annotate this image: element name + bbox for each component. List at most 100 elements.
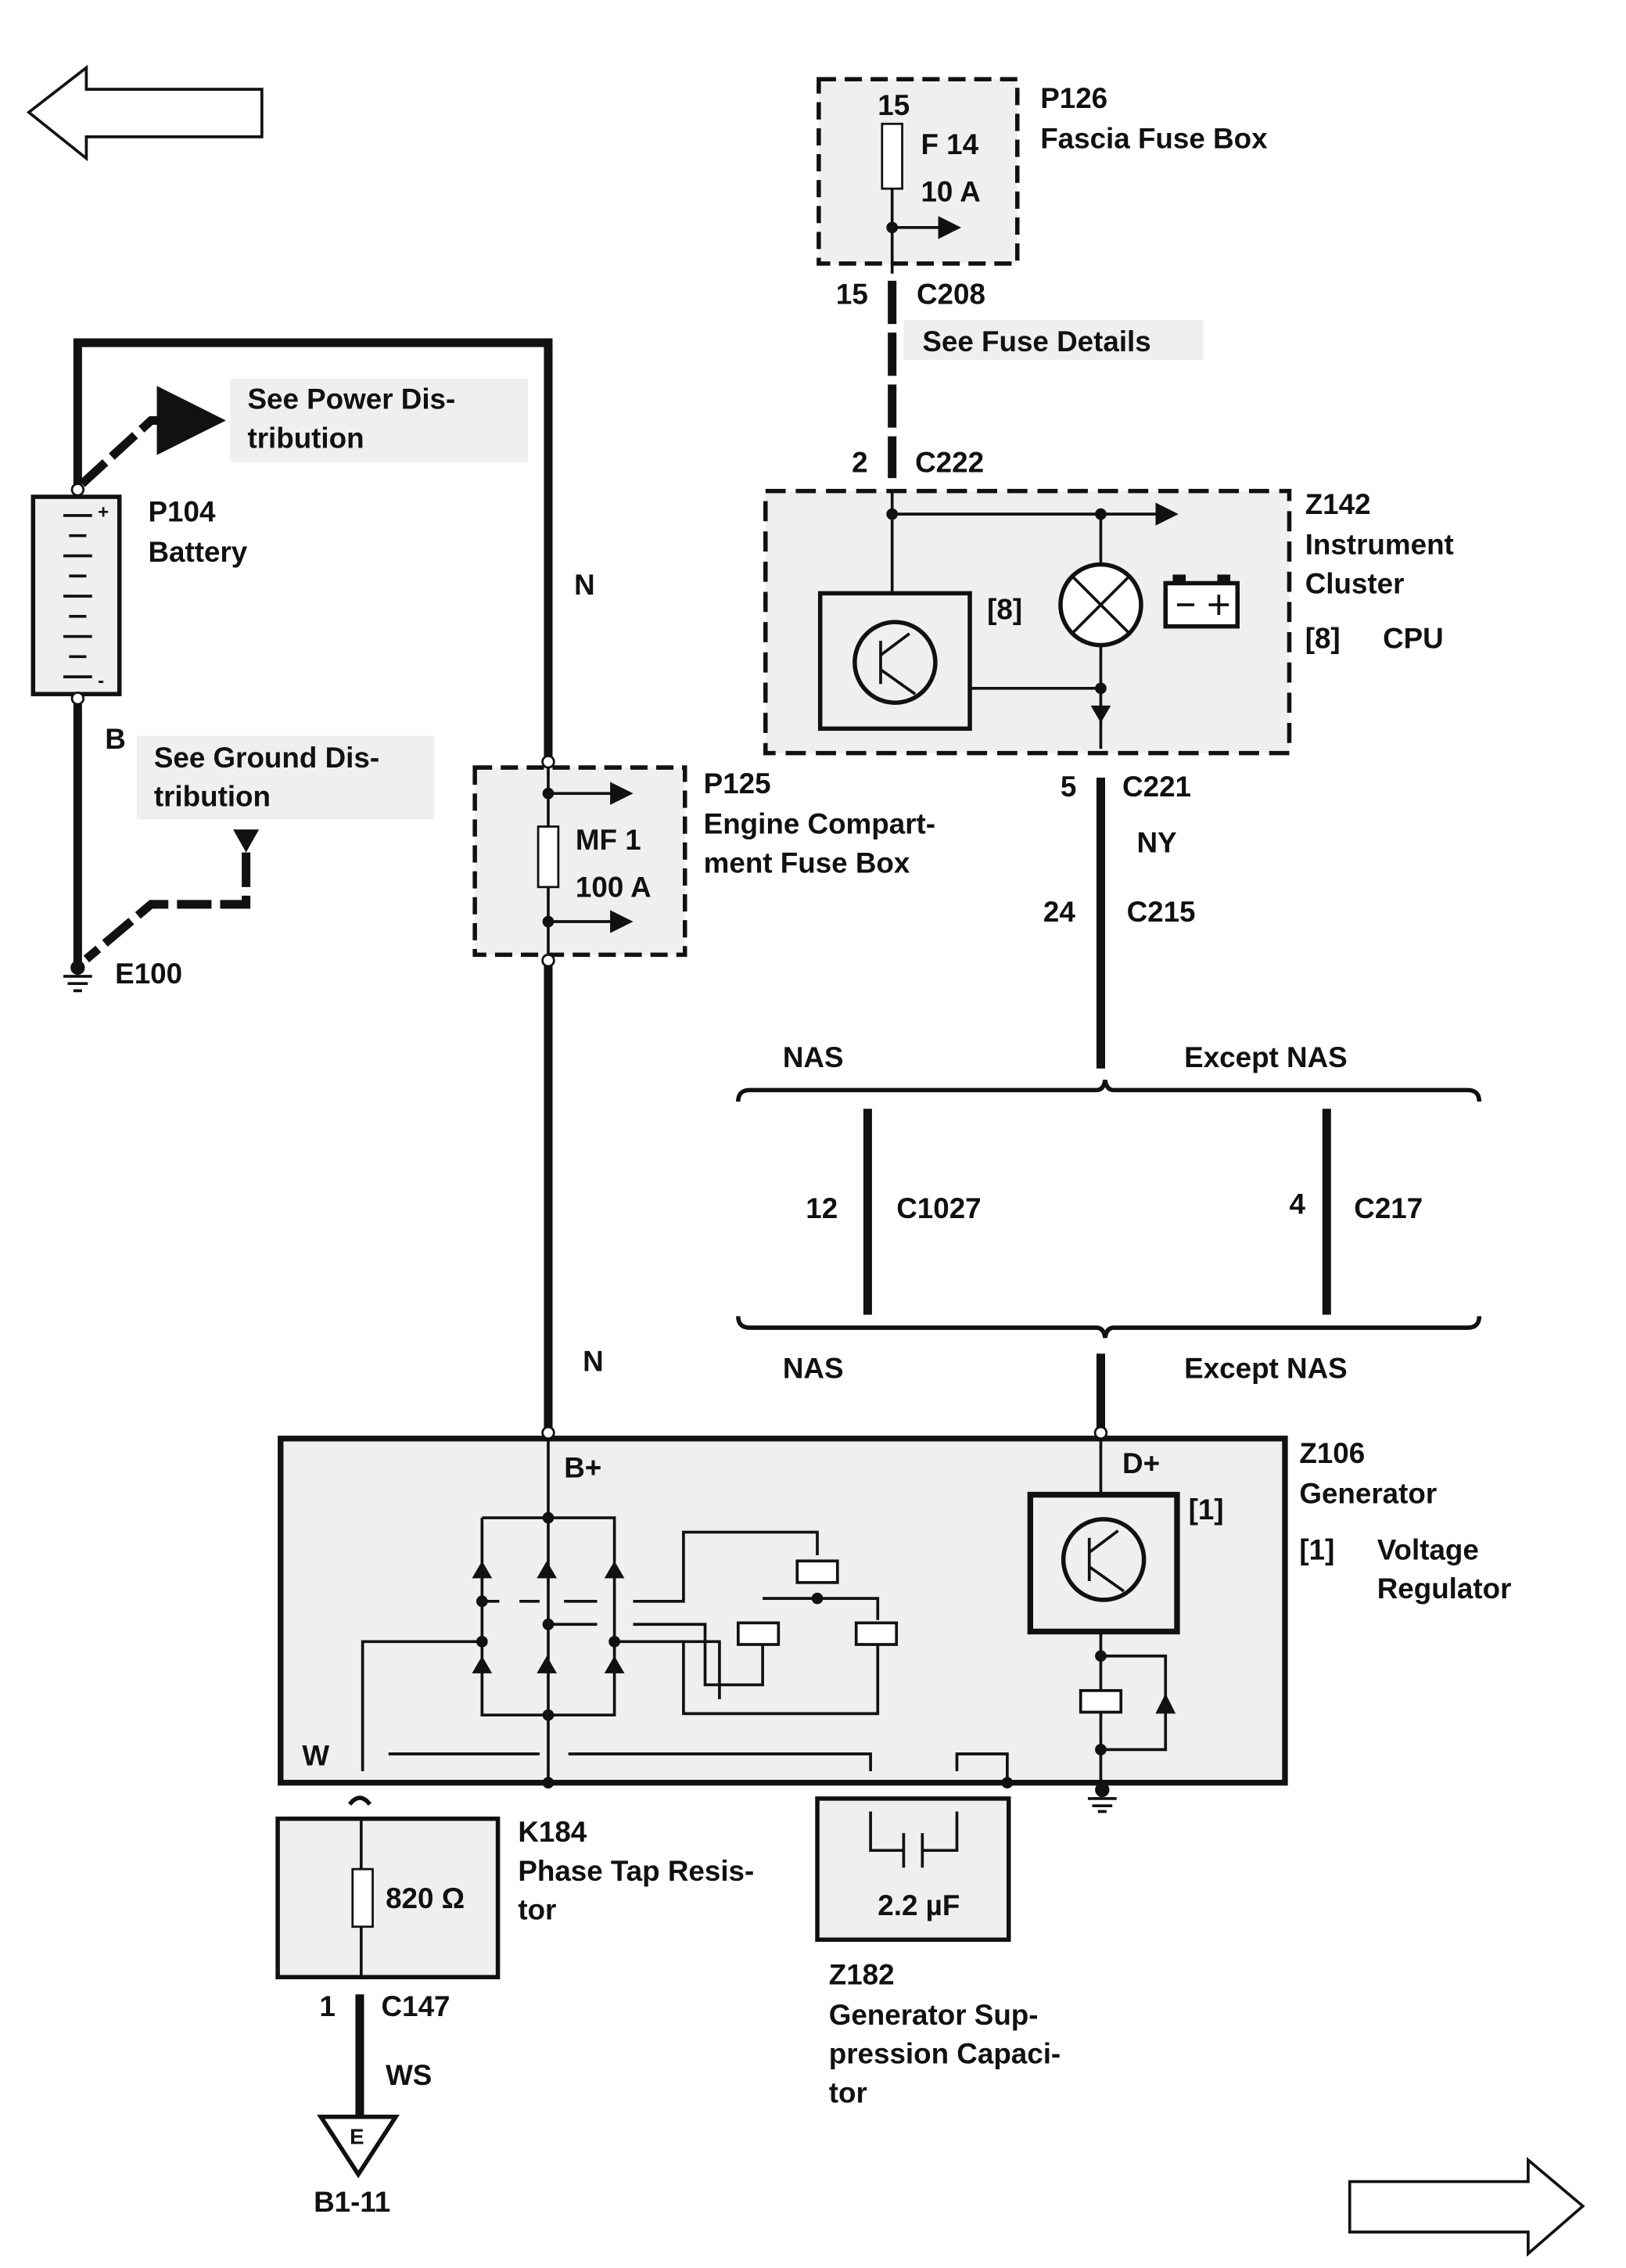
component-name: tor [829, 2076, 867, 2108]
component-id: K184 [518, 1816, 587, 1848]
battery: + - [31, 494, 122, 696]
component-name: pression Capaci- [829, 2038, 1061, 2070]
connector-id: C1027 [896, 1192, 981, 1224]
variant-label: NAS [783, 1041, 844, 1073]
power-note-line[interactable]: See Power Dis- [247, 383, 455, 415]
cpu-ref: [8] [987, 593, 1022, 625]
component-name: Phase Tap Resis- [518, 1855, 754, 1887]
engine-fuse-box: MF 1 100 A P125 Engine Compart- ment Fus… [472, 754, 935, 968]
component-name: Battery [149, 536, 248, 568]
connector-id: C221 [1122, 771, 1191, 803]
legend-ref: [8] [1305, 622, 1341, 654]
legend-text: CPU [1383, 622, 1444, 654]
ground-note-line[interactable]: tribution [154, 781, 271, 813]
fuse-label: MF 1 [576, 824, 641, 856]
component-name: Fascia Fuse Box [1040, 123, 1268, 155]
fuse-details-note[interactable] [903, 319, 1204, 361]
fuse-rating: 10 A [921, 176, 980, 208]
fuse-f14-icon [881, 122, 903, 190]
component-id: P126 [1040, 82, 1107, 114]
fuse-rating: 100 A [576, 872, 651, 904]
wire-color: N [574, 569, 595, 601]
connector-pin: 2 [852, 447, 867, 479]
fuse-details-link[interactable]: See Fuse Details [922, 325, 1150, 358]
battery-plus: + [98, 502, 109, 523]
diode-icon [1090, 705, 1111, 723]
ground-letter: E [350, 2125, 364, 2149]
legend-text: Regulator [1377, 1573, 1512, 1605]
stator-winding-icon [795, 1559, 839, 1584]
transistor-icon [852, 620, 938, 705]
ground-reference[interactable]: B1-11 [314, 2186, 390, 2218]
variant-label: NAS [783, 1352, 844, 1384]
wire-color: N [583, 1345, 604, 1377]
component-id: P104 [149, 495, 216, 527]
fascia-fuse-box: 15 F 14 10 A P126 Fascia Fuse Box [817, 77, 1268, 274]
variant-label: Except NAS [1184, 1352, 1348, 1384]
component-id: Z182 [829, 1958, 895, 1990]
component-name: Engine Compart- [704, 808, 935, 840]
power-note-line[interactable]: tribution [247, 422, 364, 454]
phase-tap-resistor: 820 Ω K184 Phase Tap Resis- tor [275, 1795, 754, 1979]
transistor-icon [1061, 1517, 1147, 1602]
battery-warning-icon [1163, 574, 1240, 629]
voltage-regulator-box [1027, 1491, 1180, 1635]
battery-minus: - [98, 670, 104, 692]
ground-arrow-icon [233, 829, 260, 853]
arrow-left-icon[interactable] [26, 64, 264, 162]
connector-id: C217 [1354, 1192, 1423, 1224]
stator-winding-icon [736, 1621, 781, 1646]
field-winding-icon [1079, 1689, 1123, 1714]
wire-color: WS [386, 2059, 432, 2091]
connector-id: C208 [917, 278, 985, 310]
connector-pin: 4 [1289, 1188, 1305, 1220]
ground-id: E100 [115, 958, 182, 990]
component-name: Generator [1299, 1478, 1437, 1510]
regulator-ref: [1] [1189, 1493, 1224, 1526]
fuse-label: F 14 [921, 128, 978, 160]
wire-color: B [105, 723, 126, 755]
ground-note-line[interactable]: See Ground Dis- [154, 742, 379, 774]
ground-reference-icon [317, 2114, 400, 2179]
ground-distribution-note[interactable] [136, 735, 435, 820]
arrow-right-icon[interactable] [1348, 2156, 1585, 2257]
component-name: Cluster [1305, 567, 1405, 599]
component-name: ment Fuse Box [704, 846, 910, 879]
variant-label: Except NAS [1184, 1041, 1348, 1073]
fuse-pin: 15 [878, 89, 910, 121]
rectifier-bridge [361, 1438, 1014, 1789]
component-id: Z106 [1299, 1437, 1365, 1469]
ground-icon [1087, 1782, 1117, 1813]
resistor-value: 820 Ω [386, 1882, 465, 1914]
ground-icon [63, 960, 92, 993]
diode-icon [1155, 1693, 1176, 1714]
fuse-mf1-icon [537, 825, 560, 889]
connector-id: C147 [382, 1990, 450, 2022]
stator-winding-icon [854, 1621, 899, 1646]
terminal-w: W [302, 1740, 329, 1772]
connector-pin: 15 [836, 278, 868, 310]
wire-color: NY [1136, 827, 1176, 859]
terminal-bplus: B+ [564, 1451, 601, 1483]
legend-text: Voltage [1377, 1533, 1479, 1565]
connector-pin: 24 [1043, 896, 1075, 928]
power-distribution-note[interactable] [230, 379, 529, 462]
capacitor-value: 2.2 µF [878, 1889, 960, 1921]
connector-pin: 1 [319, 1990, 335, 2022]
terminal-dplus: D+ [1122, 1447, 1160, 1479]
connector-id: C215 [1127, 896, 1196, 928]
component-name: Generator Sup- [829, 1999, 1039, 2031]
instrument-cluster: [8] Z142 Instrument Cluster [8] CPU [763, 488, 1454, 756]
component-name: Instrument [1305, 529, 1454, 561]
warning-lamp-icon [1058, 562, 1143, 648]
component-id: Z142 [1305, 488, 1371, 520]
component-name: tor [518, 1894, 556, 1926]
connector-pin: 12 [806, 1192, 838, 1224]
cpu-box [817, 591, 972, 731]
resistor-icon [351, 1867, 374, 1928]
connector-id: C222 [915, 447, 984, 479]
component-id: P125 [704, 767, 771, 800]
connector-pin: 5 [1061, 771, 1076, 803]
generator: B+ D+ W [1] Z106 Generator [1] Voltage R… [278, 1425, 1512, 1813]
